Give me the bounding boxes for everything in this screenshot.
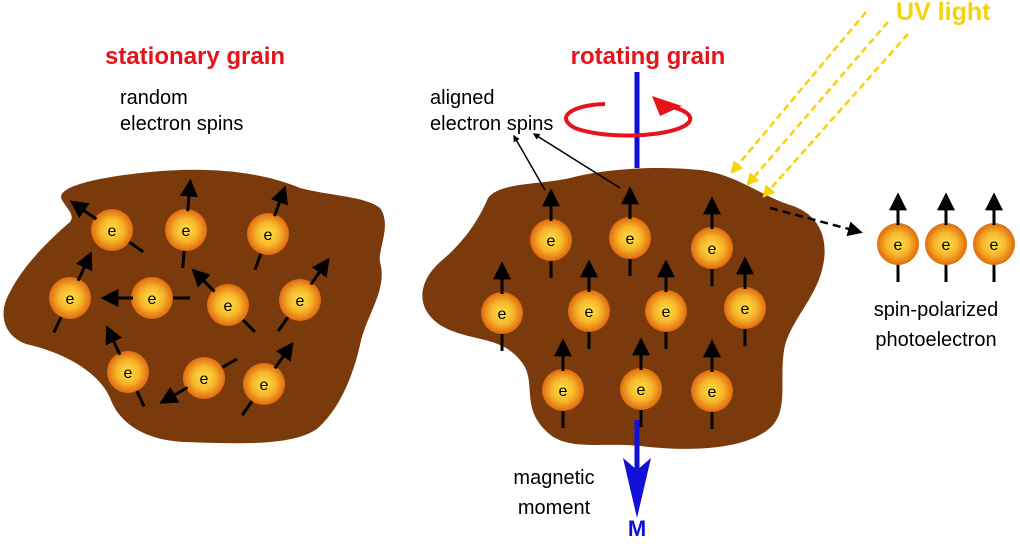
spin-arrow-icon — [191, 268, 216, 293]
electron-label: e — [260, 377, 269, 394]
stationary-grain-title: stationary grain — [105, 43, 285, 70]
electron-label: e — [894, 237, 903, 254]
emission-arrow — [769, 206, 863, 237]
electron-sphere — [247, 213, 289, 255]
spin-arrow-icon — [273, 341, 294, 370]
uv-light-label: UV light — [896, 0, 991, 26]
electron-sphere — [279, 279, 321, 321]
electron-sphere — [877, 223, 919, 265]
electron: e — [69, 200, 144, 254]
photoelectron: e — [877, 192, 919, 282]
electron-label: e — [182, 223, 191, 240]
electron-label: e — [741, 301, 750, 318]
electron: e — [105, 325, 149, 408]
spin-arrow-icon — [179, 178, 198, 212]
electron: e — [159, 357, 238, 404]
photoelectron: e — [973, 192, 1015, 282]
uv-rays — [730, 11, 909, 198]
electron: e — [620, 337, 662, 427]
electron-sphere — [542, 369, 584, 411]
electron: e — [530, 188, 572, 278]
electron-label: e — [108, 223, 117, 240]
photoelectron-line2: photoelectron — [875, 329, 996, 351]
aligned-caption-line1: aligned — [430, 87, 495, 109]
electron-sphere — [91, 209, 133, 251]
caption-pointer-2 — [532, 133, 621, 189]
spin-arrow-icon — [76, 251, 93, 282]
electron-label: e — [296, 293, 305, 310]
electron-label: e — [559, 383, 568, 400]
magnetic-moment-line2: moment — [518, 497, 591, 519]
electron: e — [240, 341, 294, 416]
electron-sphere — [568, 290, 610, 332]
electron-label: e — [662, 304, 671, 321]
rotating-grain-title: rotating grain — [571, 43, 726, 70]
photoelectron-line1: spin-polarized — [874, 299, 999, 321]
electron-sphere — [107, 351, 149, 393]
electron-label: e — [124, 365, 133, 382]
spin-arrow-icon — [271, 185, 288, 217]
electron-sphere — [165, 209, 207, 251]
electron-label: e — [708, 241, 717, 258]
electron: e — [247, 185, 289, 271]
electron-sphere — [724, 287, 766, 329]
spin-arrow-icon — [309, 257, 330, 286]
electron-label: e — [66, 291, 75, 308]
electron: e — [645, 259, 687, 349]
electron-label: e — [200, 371, 209, 388]
electron-label: e — [637, 382, 646, 399]
electron-label: e — [264, 227, 273, 244]
electron: e — [49, 251, 93, 334]
electron-sphere — [207, 284, 249, 326]
electron: e — [542, 338, 584, 428]
electron-layer: e e e e e e e e e e e e e e e e e e e e e e e — [49, 178, 1015, 429]
photoelectron: e — [925, 192, 967, 282]
electron-sphere — [691, 227, 733, 269]
magnetic-moment-line1: magnetic — [513, 467, 594, 489]
electron-sphere — [131, 277, 173, 319]
electron-sphere — [691, 370, 733, 412]
electron: e — [276, 257, 330, 332]
electron: e — [568, 259, 610, 349]
electron-label: e — [498, 306, 507, 323]
electron-sphere — [609, 217, 651, 259]
electron: e — [481, 261, 523, 351]
electron-label: e — [626, 231, 635, 248]
electron-sphere — [645, 290, 687, 332]
electron-sphere — [243, 363, 285, 405]
spin-arrow-icon — [69, 200, 98, 221]
electron-label: e — [990, 237, 999, 254]
magnetic-moment-arrowhead — [623, 458, 651, 518]
moment-symbol: M — [628, 516, 646, 539]
electron-label: e — [942, 237, 951, 254]
electron-sphere — [620, 368, 662, 410]
electron: e — [191, 268, 256, 333]
electron: e — [165, 178, 207, 268]
electron-label: e — [547, 233, 556, 250]
electron: e — [724, 256, 766, 346]
electron: e — [691, 339, 733, 429]
electron-sphere — [481, 292, 523, 334]
electron: e — [100, 277, 190, 319]
electron-label: e — [585, 304, 594, 321]
electron-sphere — [530, 219, 572, 261]
random-caption-line2: electron spins — [120, 113, 243, 135]
aligned-caption-line2: electron spins — [430, 113, 553, 135]
electron-sphere — [49, 277, 91, 319]
electron-sphere — [183, 357, 225, 399]
electron: e — [609, 186, 651, 276]
electron-label: e — [224, 298, 233, 315]
rotation-arrow-icon — [564, 96, 693, 138]
spin-arrow-icon — [159, 386, 189, 404]
caption-pointer-1 — [513, 134, 546, 191]
electron-label: e — [708, 384, 717, 401]
electron-sphere — [973, 223, 1015, 265]
random-caption-line1: random — [120, 87, 188, 109]
spin-arrow-icon — [105, 325, 122, 356]
electron: e — [691, 196, 733, 286]
electron-label: e — [148, 291, 157, 308]
electron-sphere — [925, 223, 967, 265]
